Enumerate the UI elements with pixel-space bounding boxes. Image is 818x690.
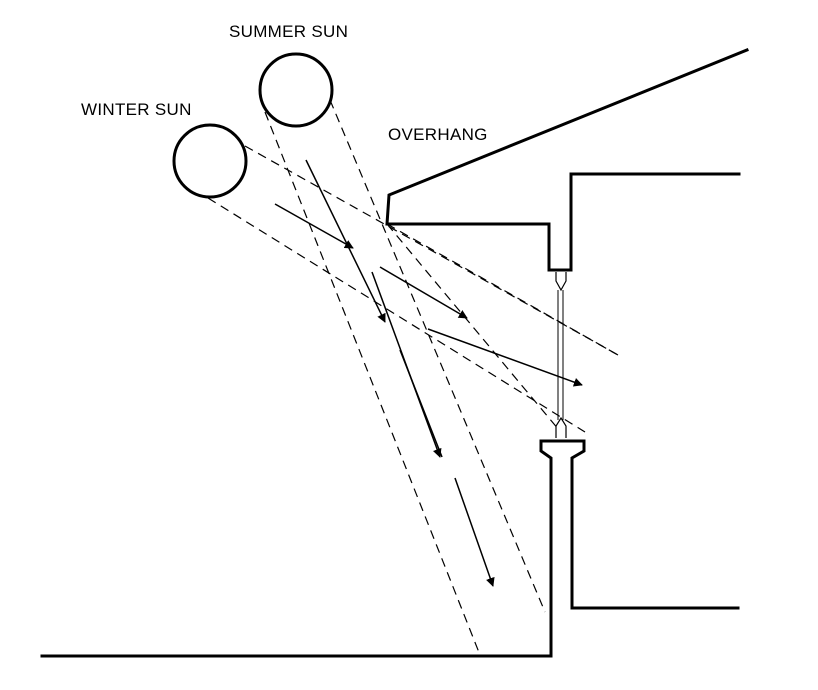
overhang-roof bbox=[385, 48, 749, 272]
winter-ray-arrow bbox=[274, 203, 354, 249]
winter-sun bbox=[172, 123, 248, 199]
winter-ray-boundary-top bbox=[244, 145, 619, 356]
winter-ray-boundary-bottom bbox=[207, 197, 586, 433]
summer-ray-arrow bbox=[305, 159, 386, 323]
summer-ray-arrow bbox=[454, 477, 495, 587]
window-head-fitting bbox=[555, 272, 567, 292]
overhang-label: OVERHANG bbox=[388, 125, 488, 144]
winter-ray-arrow bbox=[379, 266, 468, 319]
summer-ray-segment bbox=[399, 349, 443, 458]
summer-sun bbox=[258, 52, 334, 128]
winter-ray-boundary-overhang bbox=[386, 223, 619, 356]
summer-sun-label: SUMMER SUN bbox=[229, 22, 348, 41]
wall-and-sill bbox=[40, 439, 740, 658]
summer-ray-boundary-left bbox=[264, 111, 481, 656]
winter-ray-arrow bbox=[427, 328, 583, 387]
summer-ray-boundary-right bbox=[329, 99, 546, 613]
summer-ray-boundary-overhang bbox=[386, 223, 560, 431]
winter-sun-label: WINTER SUN bbox=[81, 100, 192, 119]
window-sill-fitting bbox=[555, 416, 567, 438]
